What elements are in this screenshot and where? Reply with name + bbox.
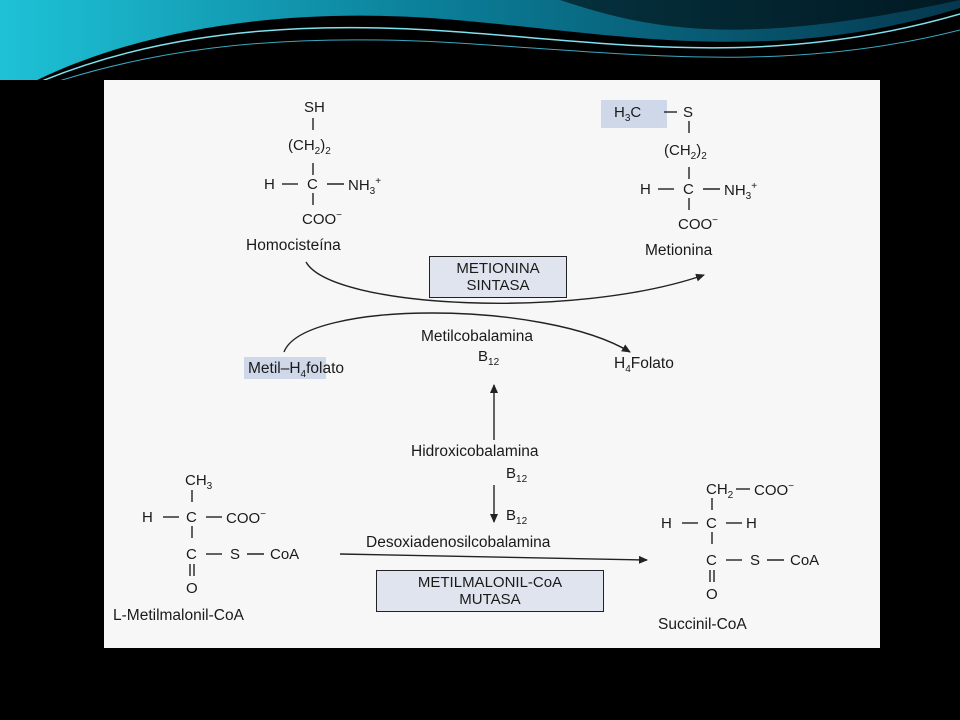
homocisteina-h: H: [264, 176, 275, 193]
metilmalonil-c2: C: [186, 546, 197, 563]
metionina-ch2: (CH2)2: [664, 142, 707, 162]
metil-folato-label: Metil–H4folato: [248, 360, 345, 381]
metionina-label: Metionina: [645, 242, 713, 259]
enzyme1-line2: SINTASA: [466, 277, 530, 294]
homocisteina-coo: COO−: [302, 210, 343, 228]
metil-folato-highlight: [244, 357, 326, 379]
homocisteina-nh3: NH3+: [348, 176, 382, 197]
metilmalonil-c: C: [186, 509, 197, 526]
metionina-coo: COO−: [678, 215, 719, 233]
succinil-c2: C: [706, 552, 717, 569]
metionina-nh3: NH3+: [724, 181, 758, 202]
metilmalonil-h: H: [142, 509, 153, 526]
succinil-coo: COO−: [754, 481, 795, 499]
homocisteina-ch2: (CH2)2: [288, 137, 331, 157]
succinil-s: S: [750, 552, 761, 569]
homocisteina-c: C: [307, 176, 318, 193]
succinil-c: C: [706, 515, 717, 532]
metilcobalamina-b12: B12: [478, 348, 500, 368]
metionina-c: C: [683, 181, 694, 198]
succinil-o: O: [706, 586, 718, 603]
enzyme2-line2: MUTASA: [459, 591, 521, 608]
h4folato-label: H4Folato: [614, 355, 674, 376]
metionina-s: S: [683, 104, 694, 121]
hidroxicobalamina-b12: B12: [506, 465, 528, 485]
succinil-ch2: CH2: [706, 481, 734, 501]
enzyme1-line1: METIONINA: [456, 260, 540, 277]
metionina-h3c: H3C: [614, 104, 642, 124]
metionina-h: H: [640, 181, 651, 198]
header-wave-decoration: [0, 0, 960, 80]
succinil-h: H: [661, 515, 672, 532]
succinil-h2: H: [746, 515, 757, 532]
metilmalonil-label: L-Metilmalonil-CoA: [113, 607, 244, 624]
desoxi-b12: B12: [506, 507, 528, 527]
homocisteina-sh: SH: [304, 99, 325, 116]
diagram-slide: SH (CH2)2 H C NH3+ COO− Homocisteína H3C…: [104, 80, 880, 648]
hidroxicobalamina-label: Hidroxicobalamina: [411, 443, 539, 460]
metilmalonil-ch3: CH3: [185, 472, 213, 492]
metilmalonil-o: O: [186, 580, 198, 597]
metilmalonil-mutasa-box: METILMALONIL-CoA MUTASA: [376, 570, 604, 612]
metilmalonil-s: S: [230, 546, 241, 563]
succinil-coa: CoA: [790, 552, 820, 569]
metionina-sintasa-box: METIONINA SINTASA: [429, 256, 567, 298]
metilcobalamina-label: Metilcobalamina: [421, 328, 533, 345]
homocisteina-label: Homocisteína: [246, 237, 341, 254]
reaction-arrows: [163, 111, 784, 582]
desoxiadenosilcobalamina-label: Desoxiadenosilcobalamina: [366, 534, 551, 551]
enzyme2-line1: METILMALONIL-CoA: [417, 574, 563, 591]
succinil-label: Succinil-CoA: [658, 616, 747, 633]
metilmalonil-coa: CoA: [270, 546, 300, 563]
metilmalonil-coo: COO−: [226, 509, 267, 527]
methyl-highlight: [601, 100, 667, 128]
